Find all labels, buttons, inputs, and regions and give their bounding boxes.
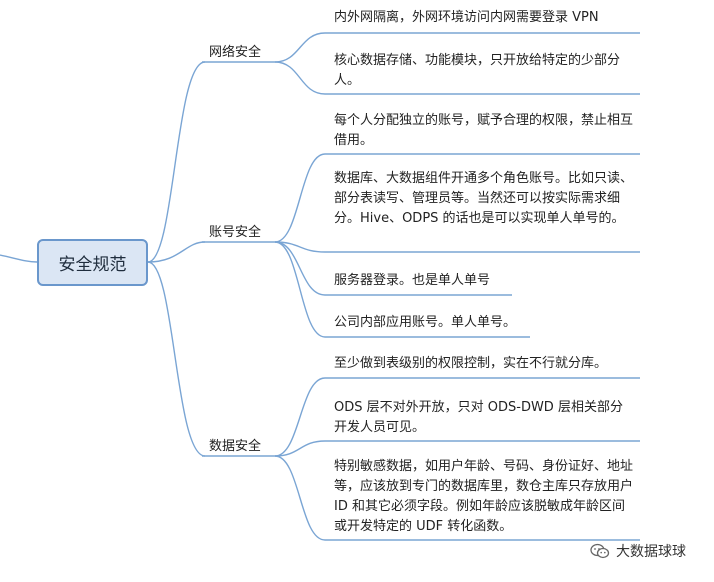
root-node[interactable]: 安全规范 — [37, 239, 148, 286]
leaf-account-3[interactable]: 服务器登录。也是单人单号 — [334, 271, 634, 291]
connector-root-in — [0, 254, 38, 263]
leaf-network-2-text: 核心数据存储、功能模块，只开放给特定的少部分人。 — [334, 53, 621, 88]
connector-data-3 — [274, 455, 326, 541]
connector-root-data — [147, 261, 206, 457]
wechat-icon — [590, 543, 610, 559]
connector-network-1 — [274, 32, 326, 63]
connector-network-2 — [274, 61, 326, 95]
leaf-account-1[interactable]: 每个人分配独立的账号，赋予合理的权限，禁止相互借用。 — [334, 111, 634, 151]
leaf-network-2[interactable]: 核心数据存储、功能模块，只开放给特定的少部分人。 — [334, 51, 634, 91]
connector-root-network — [147, 61, 206, 263]
root-label: 安全规范 — [58, 255, 127, 275]
leaf-account-4-text: 公司内部应用账号。单人单号。 — [334, 315, 517, 330]
connector-root-account — [147, 241, 206, 263]
leaf-network-1[interactable]: 内外网隔离，外网环境访问内网需要登录 VPN — [334, 8, 634, 28]
leaf-account-4[interactable]: 公司内部应用账号。单人单号。 — [334, 313, 634, 333]
branch-account[interactable]: 账号安全 — [209, 221, 261, 240]
connector-data-2 — [274, 440, 326, 457]
branch-data[interactable]: 数据安全 — [209, 435, 261, 454]
leaf-data-3[interactable]: 特别敏感数据，如用户年龄、号码、身份证好、地址等，应该放到专门的数据库里，数仓主… — [334, 457, 634, 537]
connector-account-3 — [274, 241, 326, 296]
leaf-account-3-text: 服务器登录。也是单人单号 — [334, 273, 491, 288]
leaf-data-1[interactable]: 至少做到表级别的权限控制，实在不行就分库。 — [334, 354, 634, 374]
leaf-data-2-text: ODS 层不对外开放，只对 ODS-DWD 层相关部分开发人员可见。 — [334, 400, 623, 435]
connector-data-1 — [274, 377, 326, 457]
branch-data-label: 数据安全 — [209, 439, 262, 454]
branch-network[interactable]: 网络安全 — [209, 41, 261, 60]
leaf-account-2-text: 数据库、大数据组件开通多个角色账号。比如只读、部分表读写、管理员等。当然还可以按… — [334, 171, 634, 226]
leaf-account-2[interactable]: 数据库、大数据组件开通多个角色账号。比如只读、部分表读写、管理员等。当然还可以按… — [334, 169, 634, 229]
leaf-data-1-text: 至少做到表级别的权限控制，实在不行就分库。 — [334, 356, 608, 371]
connector-account-1 — [274, 153, 326, 243]
leaf-data-2[interactable]: ODS 层不对外开放，只对 ODS-DWD 层相关部分开发人员可见。 — [334, 398, 634, 438]
leaf-data-3-text: 特别敏感数据，如用户年龄、号码、身份证好、地址等，应该放到专门的数据库里，数仓主… — [334, 459, 634, 534]
branch-account-label: 账号安全 — [209, 225, 262, 240]
leaf-network-1-text: 内外网隔离，外网环境访问内网需要登录 VPN — [334, 10, 599, 25]
watermark-text: 大数据球球 — [616, 544, 686, 560]
leaf-account-1-text: 每个人分配独立的账号，赋予合理的权限，禁止相互借用。 — [334, 113, 634, 148]
connector-account-4 — [274, 241, 326, 338]
branch-network-label: 网络安全 — [209, 45, 262, 60]
watermark: 大数据球球 — [590, 541, 686, 561]
